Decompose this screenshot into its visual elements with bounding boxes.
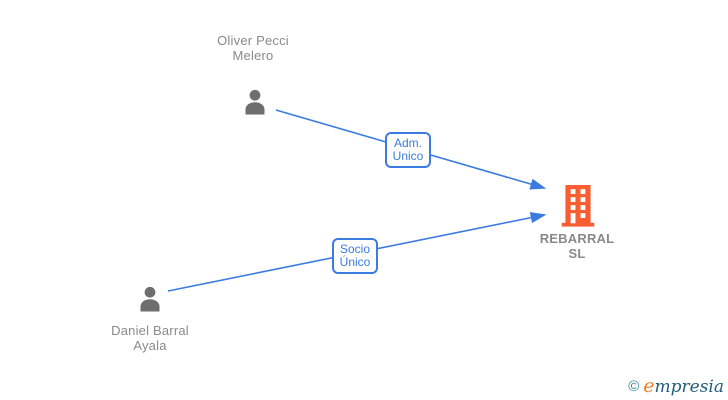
- person2-name-label: Daniel Barral Ayala: [111, 323, 189, 353]
- company-building-icon[interactable]: [560, 185, 596, 227]
- company-name-label: REBARRAL SL: [539, 231, 615, 261]
- empresia-watermark: ©empresia: [628, 375, 724, 397]
- edge-label-adm-unico[interactable]: Adm. Unico: [385, 132, 431, 168]
- copyright-icon: ©: [628, 378, 640, 395]
- person1-name-label: Oliver Pecci Melero: [217, 33, 289, 63]
- brand-text: mpresia: [654, 377, 725, 397]
- brand-initial: e: [643, 375, 655, 397]
- person2-icon[interactable]: [135, 284, 165, 314]
- edge-label-socio-unico[interactable]: Socio Único: [332, 238, 378, 274]
- person1-icon[interactable]: [240, 87, 270, 117]
